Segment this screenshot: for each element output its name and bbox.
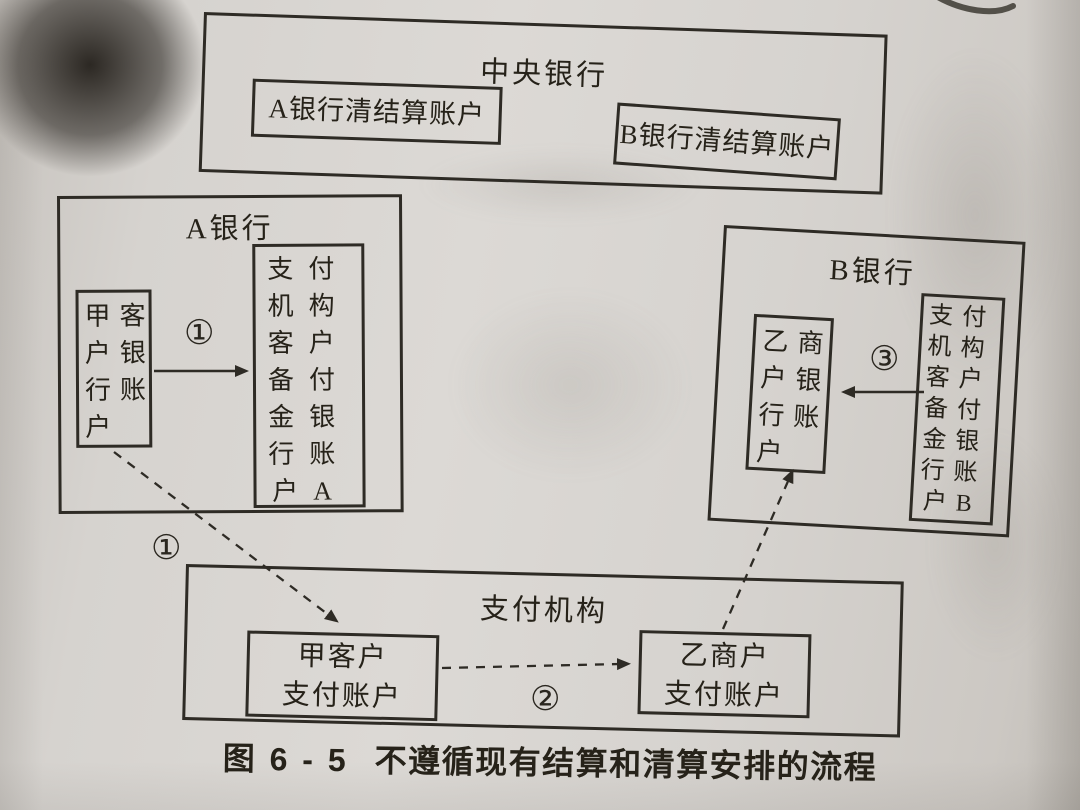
step2-circle-label: ② [530, 679, 561, 719]
step1-circle-label-lower: ① [151, 528, 182, 568]
merchant-yi-payment-account-box: 乙商户 支付账户 [637, 630, 812, 719]
account-label-line: 支付账户 [663, 678, 785, 713]
merchant-yi-bank-account-box: 乙商户银行账户 [745, 313, 834, 475]
central-bank-box: 中央银行 A银行清结算账户 B银行清结算账户 [198, 12, 888, 195]
customer-jia-payment-account-box: 甲客户 支付账户 [245, 630, 440, 722]
reserve-account-b-box: 支付机构客户备付金银行账户B [908, 293, 1006, 526]
bank-a-clearing-account-box: A银行清结算账户 [250, 78, 503, 145]
bank-a-title: A银行 [185, 212, 274, 246]
bank-b-clearing-account-box: B银行清结算账户 [613, 102, 841, 181]
bank-b-title: B银行 [828, 253, 917, 291]
reserve-account-a-box: 支付机构客户备付金银行账户A [252, 243, 366, 508]
figure-number: 图 6 - 5 [222, 740, 349, 779]
bank-b-box: B银行 乙商户银行账户 支付机构客户备付金银行账户B [707, 225, 1026, 538]
ink-bleed-smudge [450, 290, 690, 480]
step1-circle-label: ① [184, 313, 215, 353]
account-label-line: 甲客户 [297, 640, 389, 674]
pen-mark [937, 0, 1016, 15]
figure-caption: 图 6 - 5 不遵循现有结算和清算安排的流程 [200, 733, 901, 789]
account-label-line: 支付账户 [281, 679, 403, 714]
bank-a-box: A银行 甲客户银行账户 支付机构客户备付金银行账户A [57, 194, 404, 514]
figure-caption-text: 不遵循现有结算和清算安排的流程 [374, 742, 878, 786]
step3-circle-label: ③ [869, 339, 900, 379]
account-label-line: 乙商户 [679, 640, 771, 674]
customer-jia-bank-account-box: 甲客户银行账户 [75, 289, 155, 448]
payment-institution-title: 支付机构 [479, 593, 609, 629]
